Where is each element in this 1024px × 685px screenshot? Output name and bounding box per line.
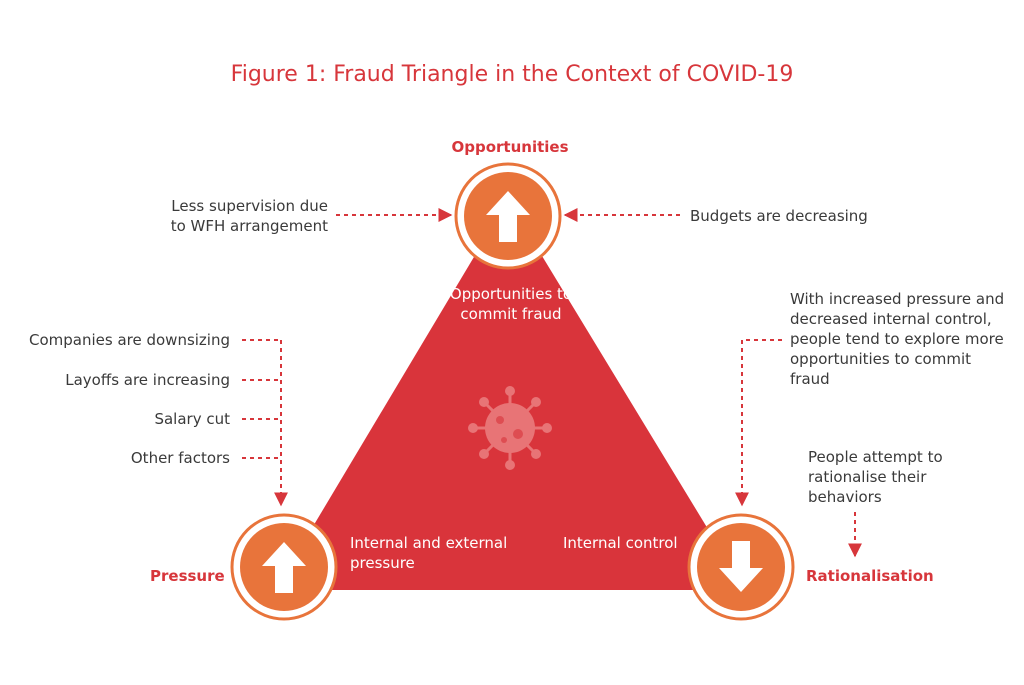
- arrow-down-icon: [719, 541, 763, 592]
- opportunities-node: [454, 162, 562, 270]
- rationalisation-label: Rationalisation: [806, 567, 934, 585]
- pressure-label: Pressure: [150, 567, 225, 585]
- pressure-factor-layoffs: Layoffs are increasing: [65, 371, 230, 389]
- opportunities-label: Opportunities: [451, 138, 569, 156]
- arrow-up-icon: [486, 191, 530, 242]
- attempt-note-text: People attempt to rationalise their beha…: [808, 448, 943, 506]
- pressure-factor-other: Other factors: [130, 449, 230, 467]
- arrow-up-icon: [262, 542, 306, 593]
- control-note-connector: [735, 339, 782, 507]
- pressure-factor-salary: Salary cut: [154, 410, 230, 428]
- rationalisation-inner-text: Internal control: [563, 534, 678, 552]
- budgets-text: Budgets are decreasing: [690, 207, 868, 225]
- opportunities-inner-text: Opportunities to commit fraud: [449, 285, 573, 323]
- pressure-inner-text: Internal and external pressure: [350, 534, 508, 572]
- pressure-node: [230, 513, 338, 621]
- control-note-text: With increased pressure and decreased in…: [790, 290, 1005, 388]
- pressure-factors-connector: [242, 339, 288, 507]
- virus-icon: [468, 386, 552, 470]
- page-title: Figure 1: Fraud Triangle in the Context …: [230, 62, 794, 87]
- pressure-factor-downsizing: Companies are downsizing: [28, 331, 230, 349]
- less-supervision-text: Less supervision due to WFH arrangement: [170, 197, 328, 235]
- rationalisation-node: [687, 513, 795, 621]
